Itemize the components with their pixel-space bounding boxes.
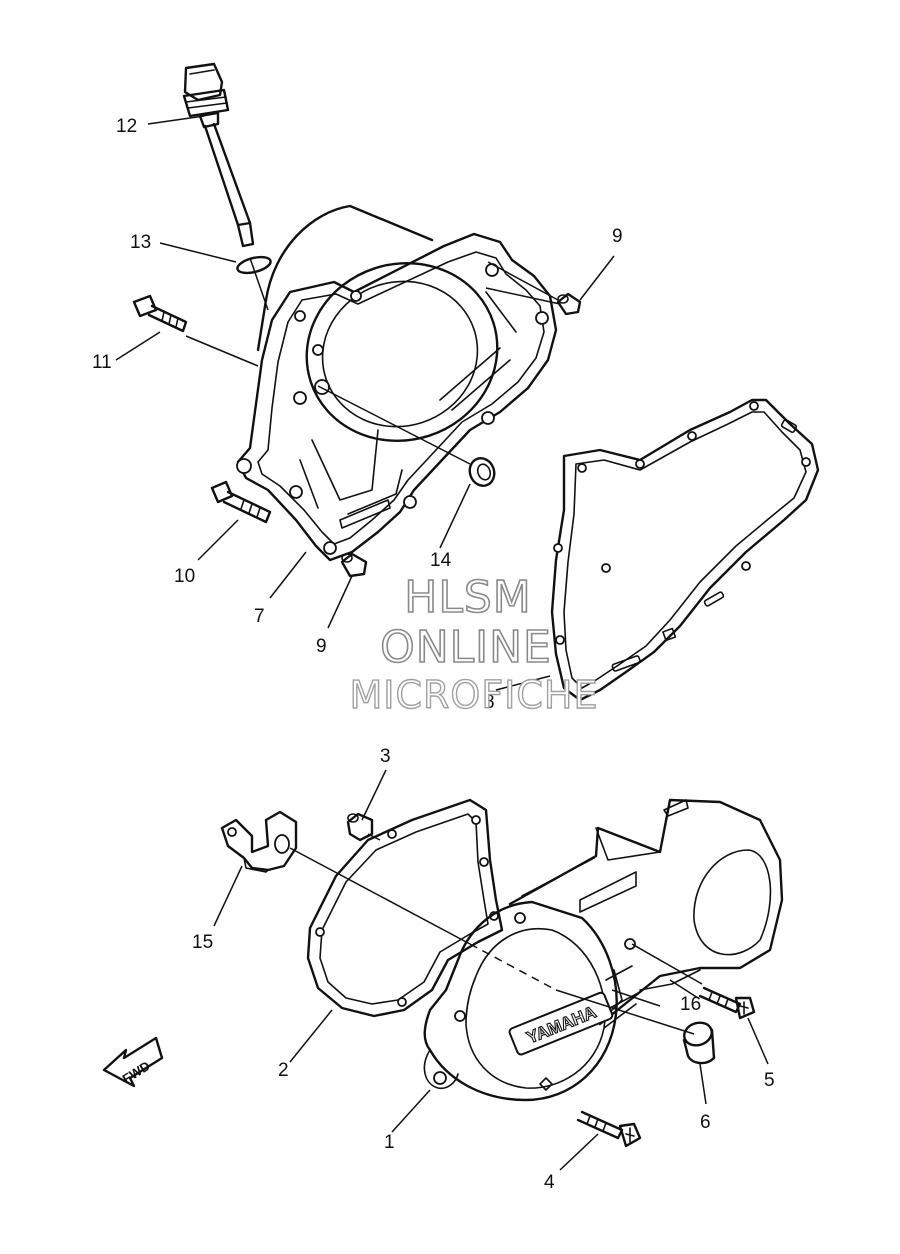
callout-6: 6 [700, 1112, 711, 1133]
callout-16: 16 [680, 994, 701, 1015]
bolt-11-part[interactable] [132, 294, 188, 333]
bolt-4-part[interactable] [576, 1110, 642, 1148]
callout-8: 8 [484, 692, 495, 713]
dowel-pin-lower-part[interactable] [340, 552, 368, 578]
callout-15: 15 [192, 932, 213, 953]
crankcase-cover-1-part[interactable]: YAMAHA [423, 798, 784, 1102]
callout-7: 7 [254, 606, 265, 627]
oil-seal-part[interactable] [466, 455, 498, 490]
callout-4: 4 [544, 1172, 555, 1193]
watermark: HLSM ONLINE MICROFICHE [349, 571, 598, 718]
dowel-pin-3-part[interactable] [346, 812, 374, 842]
callout-1: 1 [384, 1132, 395, 1153]
forward-arrow-icon: FWD [102, 1036, 164, 1088]
watermark-line-1: HLSM [404, 572, 532, 623]
callout-10: 10 [174, 566, 195, 587]
callout-2: 2 [278, 1060, 289, 1081]
callout-11: 11 [92, 352, 112, 373]
callout-5: 5 [764, 1070, 775, 1091]
bolt-10-part[interactable] [210, 480, 272, 524]
plug-cap-part[interactable] [681, 1019, 716, 1065]
watermark-line-2: ONLINE [380, 622, 552, 673]
crankcase-cover-part[interactable] [236, 204, 558, 562]
callout-9-upper: 9 [612, 226, 623, 247]
gasket-8-part[interactable] [550, 398, 820, 702]
callout-9-lower: 9 [316, 636, 327, 657]
callout-13: 13 [130, 232, 151, 253]
dowel-pin-upper-part[interactable] [556, 292, 582, 316]
dipstick-part[interactable] [182, 62, 255, 248]
bracket-part[interactable] [220, 810, 298, 873]
forward-arrow-label: FWD [120, 1058, 153, 1086]
o-ring-part[interactable] [236, 254, 272, 276]
callout-14: 14 [430, 550, 452, 571]
watermark-line-3: MICROFICHE [349, 673, 598, 717]
callout-3: 3 [380, 746, 391, 767]
bolt-16-part[interactable] [698, 986, 756, 1020]
callout-12: 12 [116, 116, 137, 137]
